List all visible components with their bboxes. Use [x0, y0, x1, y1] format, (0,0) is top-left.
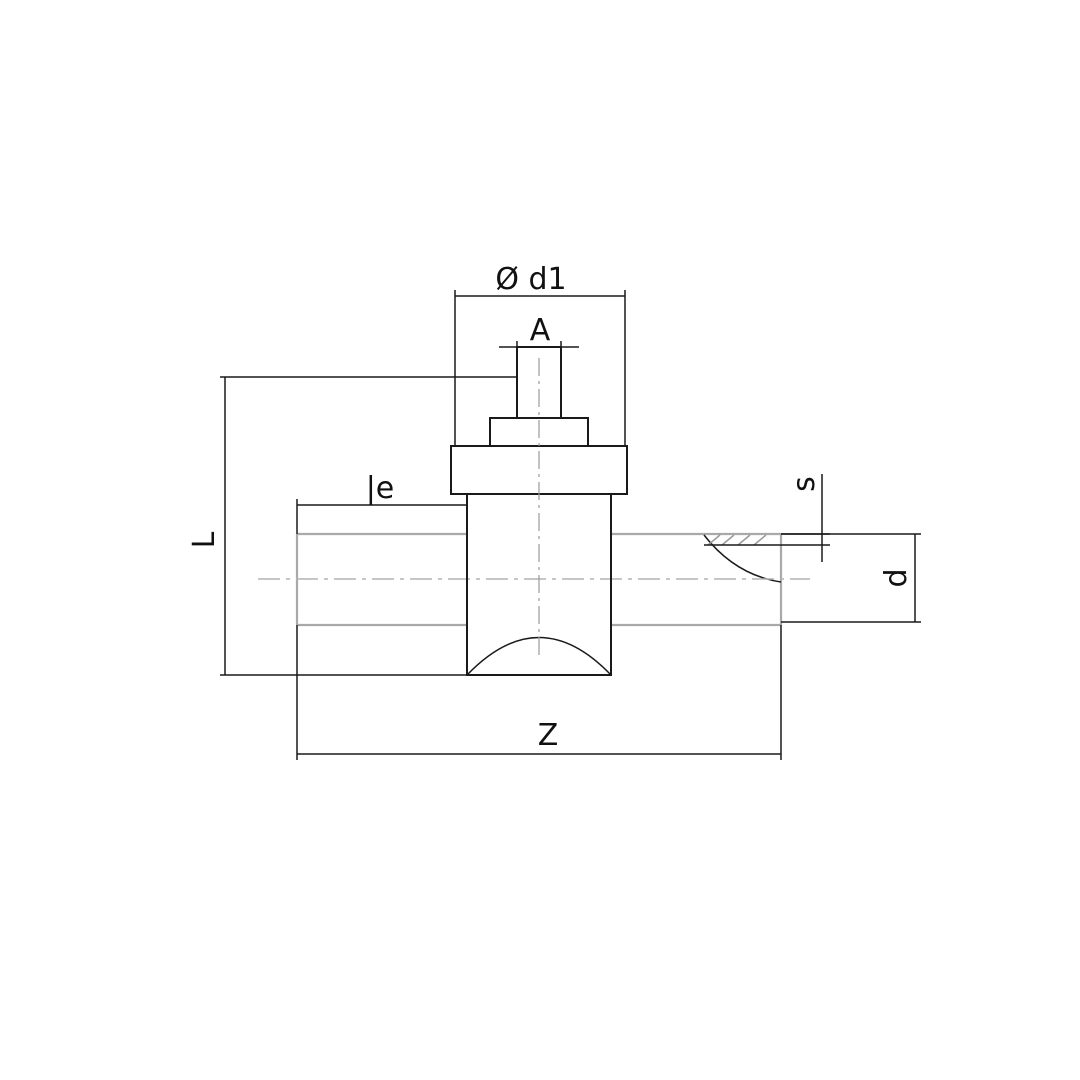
dimension-s: s — [781, 474, 830, 562]
label-d1: Ø d1 — [495, 262, 566, 297]
dimension-a: A — [499, 313, 579, 353]
label-d: d — [879, 568, 914, 587]
dimension-d: d — [781, 533, 921, 623]
label-a: A — [530, 313, 551, 348]
label-z: Z — [538, 718, 559, 753]
dimension-z: Z — [296, 625, 782, 760]
label-l: L — [187, 531, 222, 548]
dimension-e: |e — [296, 471, 467, 534]
dimension-l: L — [187, 376, 517, 676]
label-e: |e — [366, 471, 395, 506]
label-s: s — [787, 476, 822, 492]
dimension-d1: Ø d1 — [454, 262, 626, 446]
